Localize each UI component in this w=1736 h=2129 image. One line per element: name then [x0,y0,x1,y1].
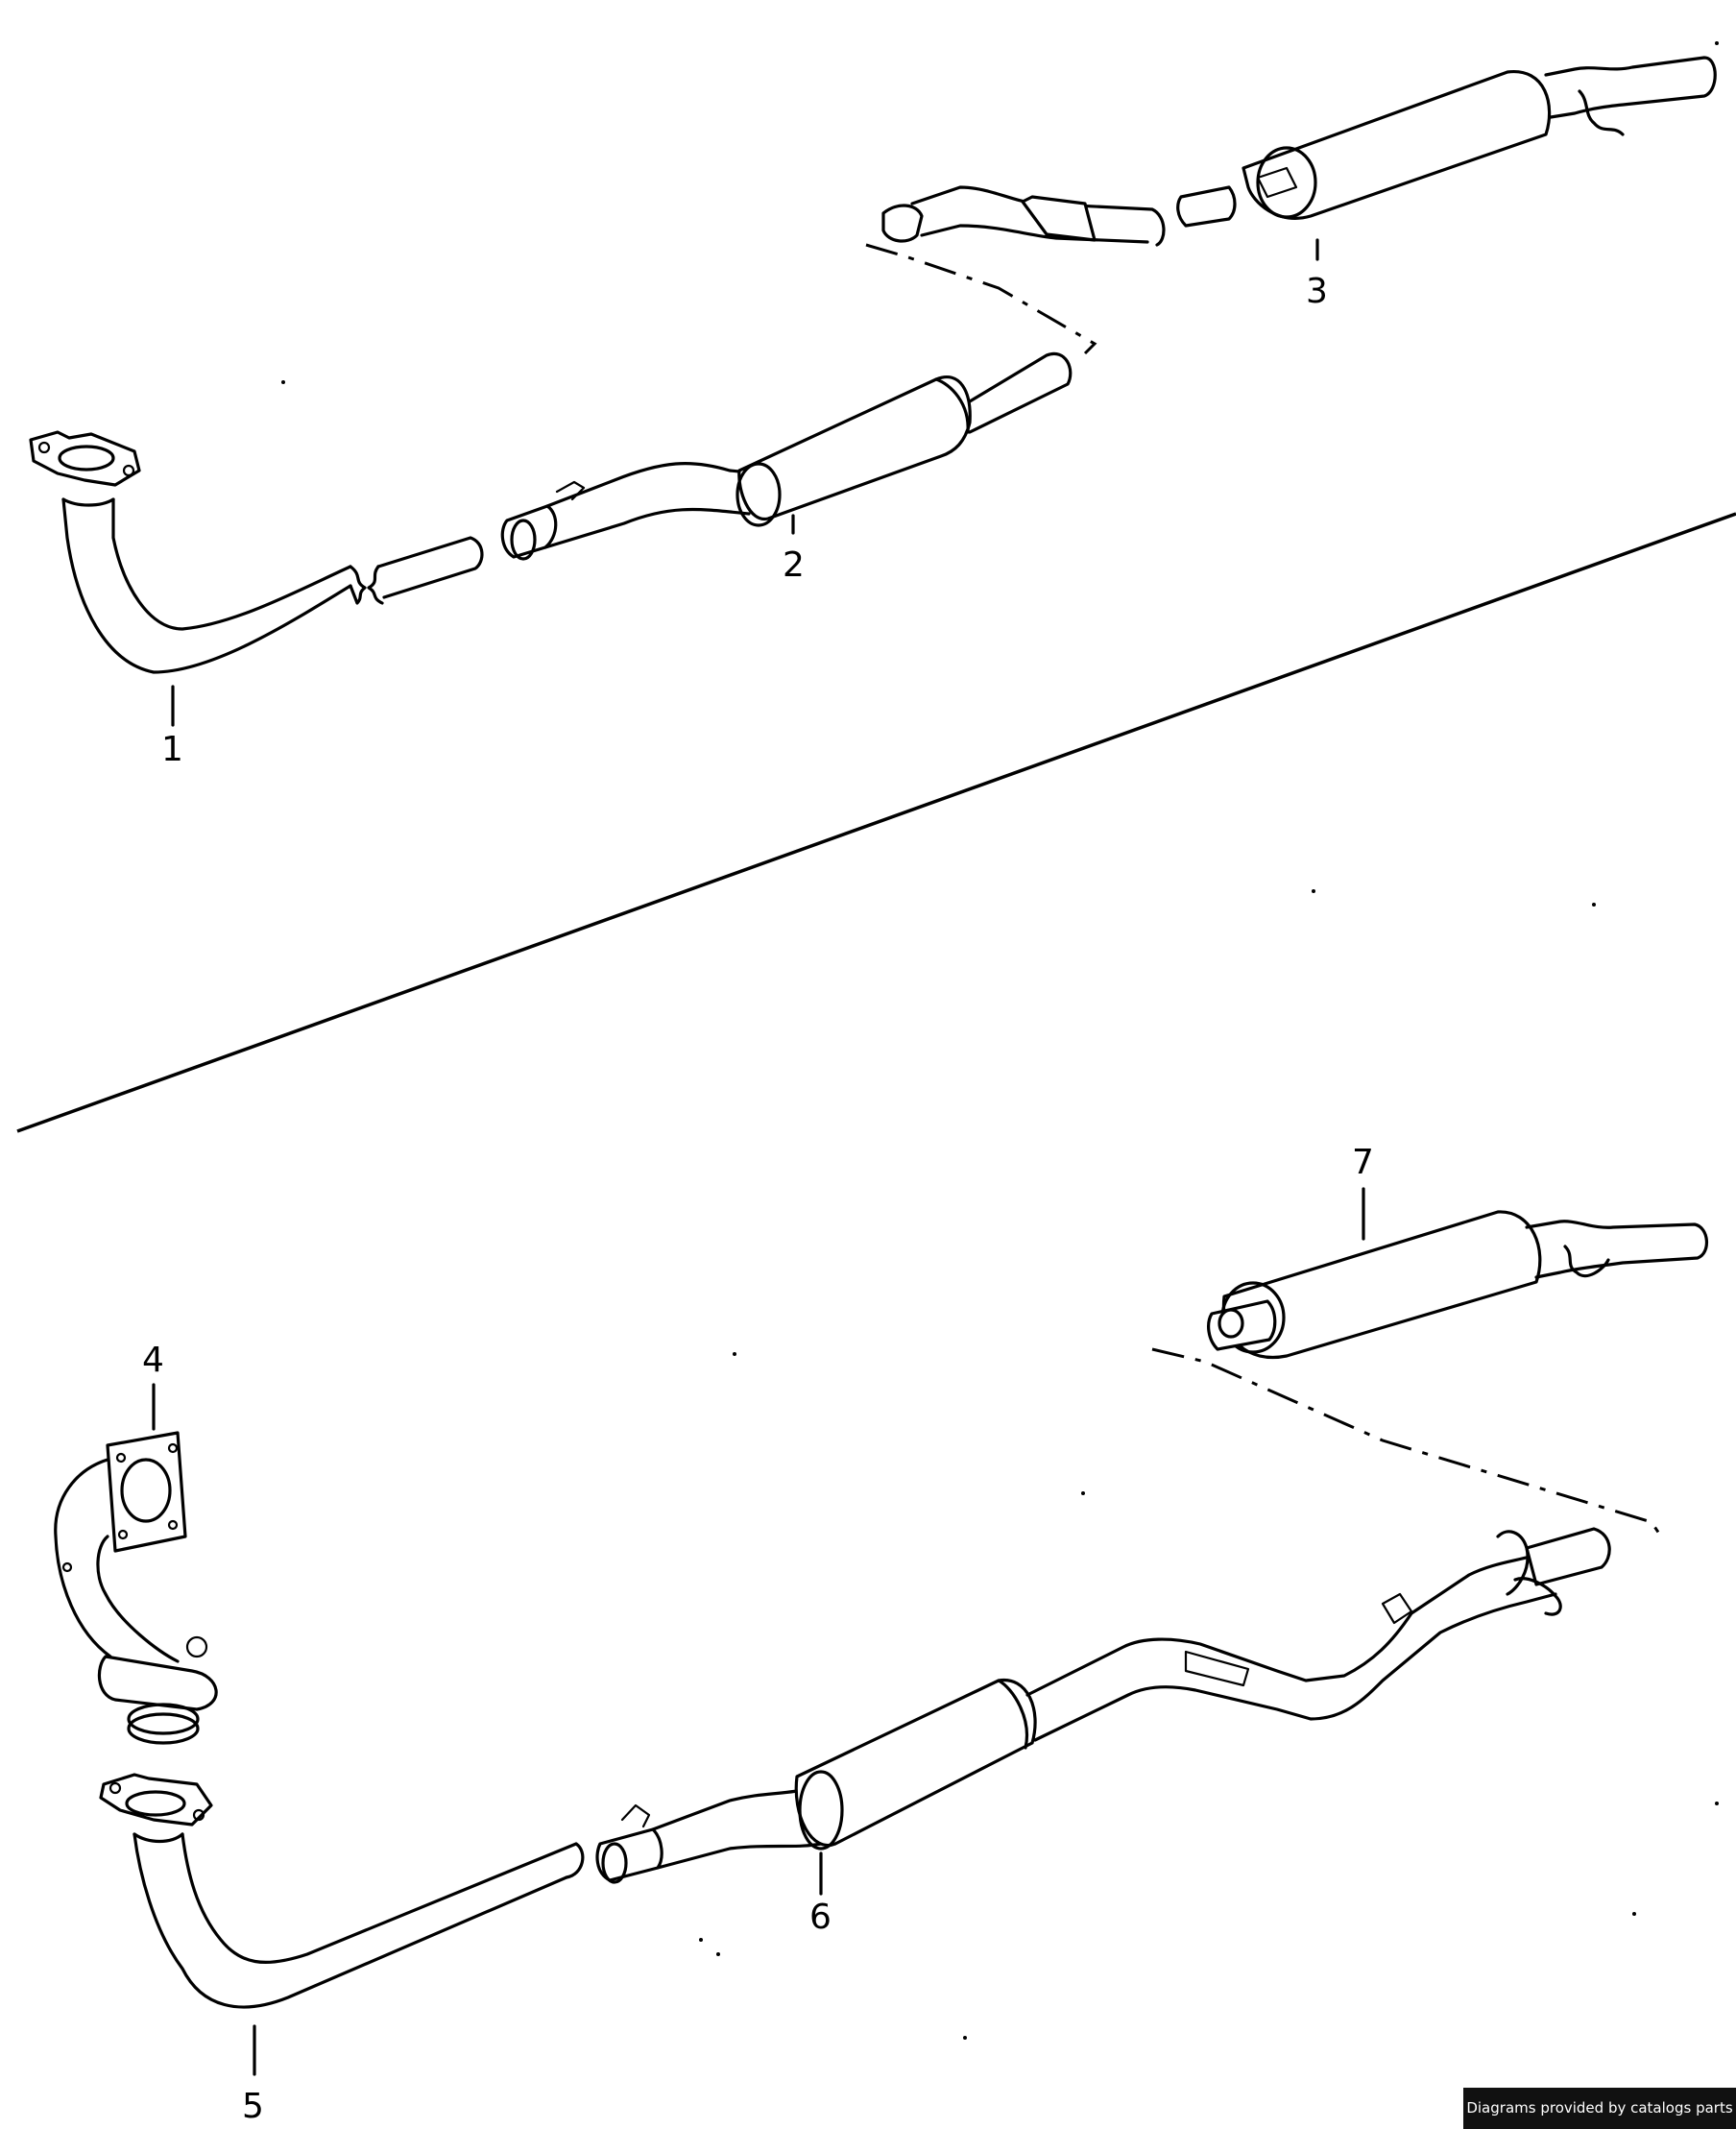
front-pipe-lower [99,1773,585,2076]
callout-label-7: 7 [1352,1143,1374,1182]
callout-label-4: 4 [142,1341,164,1380]
scan-specks [281,41,1719,2040]
rear-silencer-upper [881,56,1717,261]
callout-label-3: 3 [1306,272,1328,311]
front-pipe-adapter [54,1431,218,1745]
rear-silencer-lower [1207,1187,1708,1359]
center-pipe-muffler-lower [595,1527,1611,1896]
front-pipe-upper [29,430,484,727]
callout-label-5: 5 [242,2087,264,2126]
section-divider-line [16,512,1736,1133]
callout-label-2: 2 [783,545,805,585]
diagram-credit-banner: Diagrams provided by catalogs parts [1463,2088,1736,2129]
connector-line-upper [865,243,1097,355]
callout-label-1: 1 [161,730,183,769]
callout-label-6: 6 [809,1898,832,1937]
connector-line-lower [1151,1347,1661,1535]
center-pipe-muffler-upper [500,351,1073,561]
